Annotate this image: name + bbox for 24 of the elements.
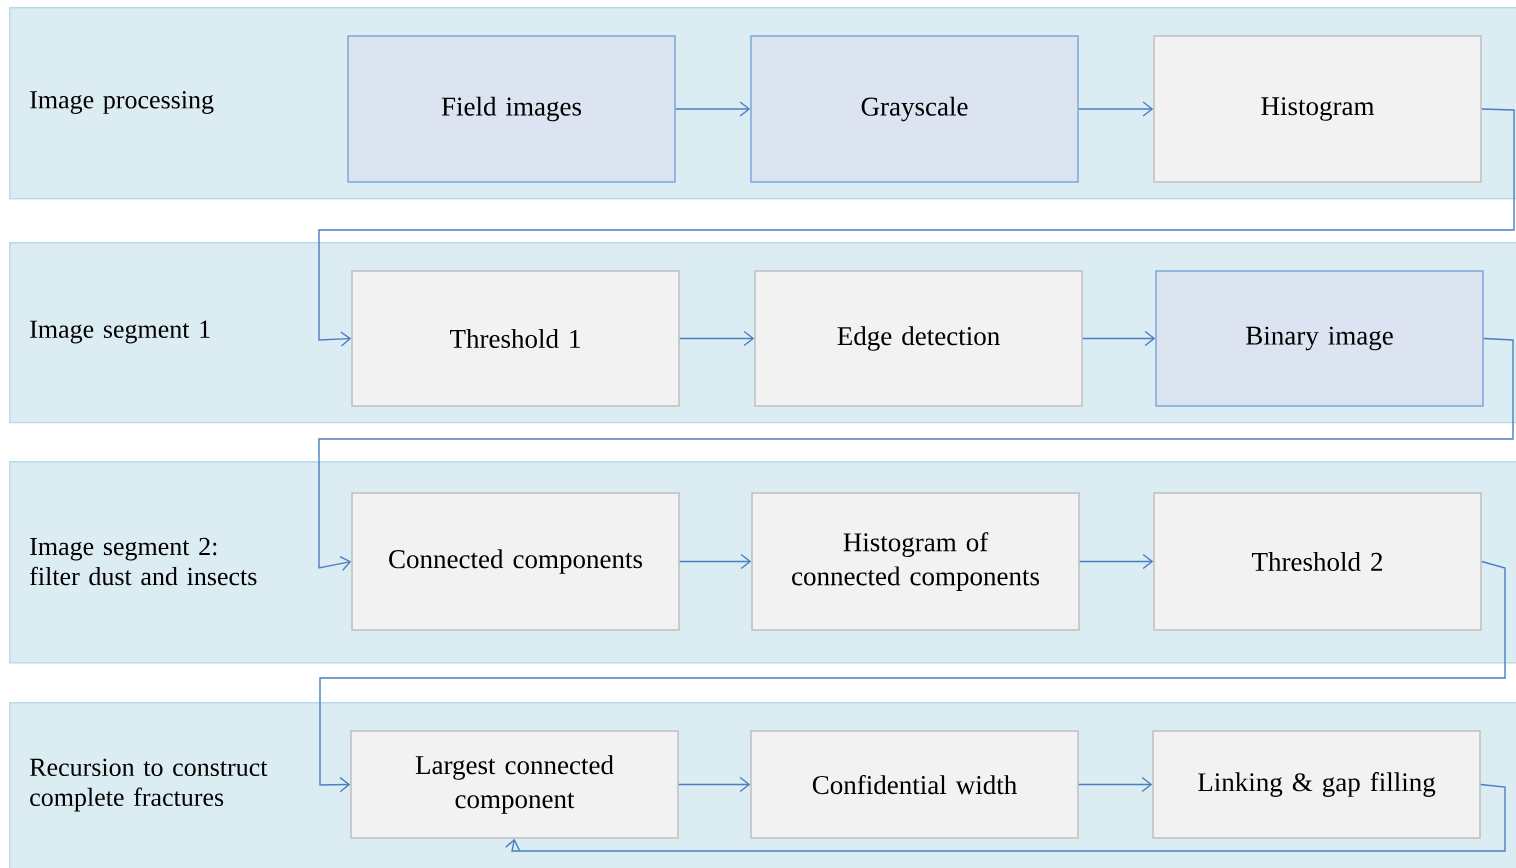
process-box: Linking & gap filling [1152,730,1481,839]
process-box: Connected components [351,492,680,631]
process-box: Confidential width [750,730,1079,839]
process-box: Histogram of connected components [751,492,1080,631]
process-box: Binary image [1155,270,1484,407]
arrow [678,776,751,793]
process-box: Largest connected component [350,730,679,839]
arrow [318,108,1515,347]
arrow [318,337,1514,572]
process-box: Grayscale [750,35,1079,183]
arrow [319,560,1506,793]
arrow [679,330,755,347]
process-box: Field images [347,35,676,183]
arrow [675,101,751,117]
arrow [504,783,1506,852]
arrow [1079,553,1154,570]
arrow [1078,776,1153,793]
arrow [1078,101,1154,117]
process-box: Threshold 1 [351,270,680,407]
process-box: Edge detection [754,270,1083,407]
arrow [1082,330,1156,347]
process-box: Threshold 2 [1153,492,1482,631]
arrow [679,553,752,570]
process-box: Histogram [1153,35,1482,183]
